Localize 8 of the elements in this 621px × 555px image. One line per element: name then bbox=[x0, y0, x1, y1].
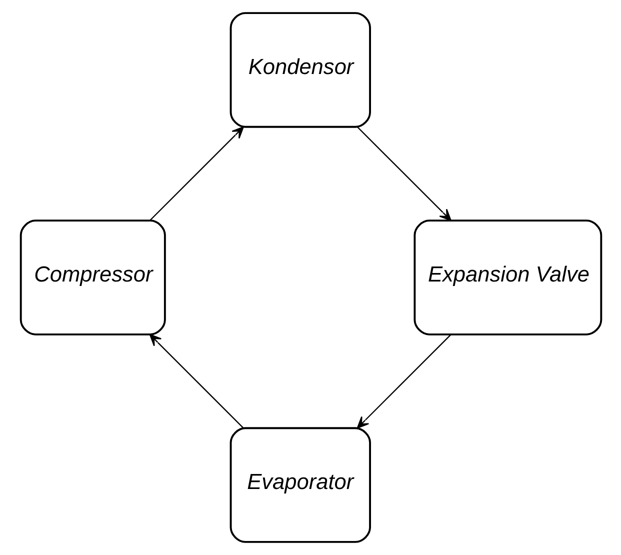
node-box: Compressor bbox=[19, 220, 166, 336]
arrow bbox=[148, 334, 244, 428]
arrow bbox=[356, 334, 451, 429]
node-box: Expansion Valve bbox=[413, 220, 602, 336]
node-box: Kondensor bbox=[229, 12, 370, 128]
arrow bbox=[149, 126, 244, 221]
arrow bbox=[356, 126, 451, 222]
node-box: Evaporator bbox=[229, 427, 370, 543]
